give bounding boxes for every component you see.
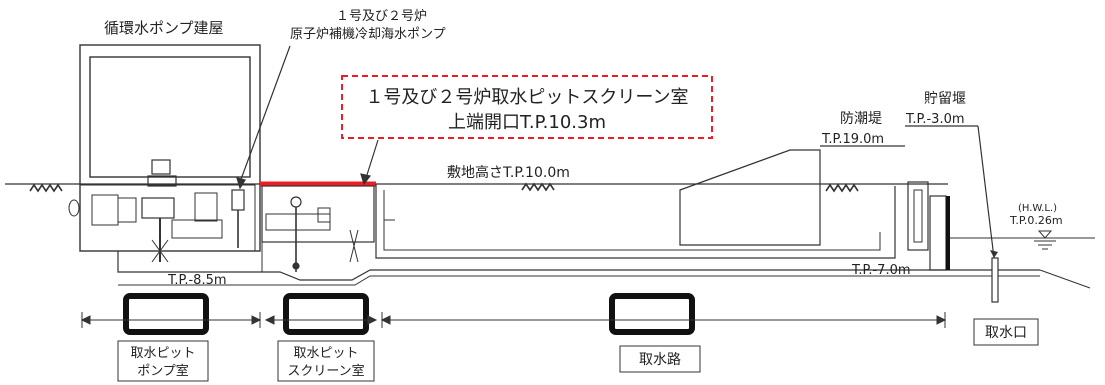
leader-lines <box>236 45 978 190</box>
weir-level-label: T.P.-3.0m <box>905 112 965 127</box>
water-level-symbol <box>1034 230 1056 250</box>
weir-label: 貯留堰 <box>924 91 966 107</box>
screen-room-label-box: 取水ピット スクリーン室 <box>277 340 375 382</box>
seawall-label: 防潮堤 <box>840 111 882 127</box>
channel-label: 取水路 <box>639 352 681 368</box>
pump-room-label-1: 取水ピット <box>130 346 195 361</box>
dimension-lines <box>80 312 947 328</box>
pump-room-label-2: ポンプ室 <box>137 363 189 379</box>
screen-room <box>261 185 375 272</box>
pump-room-culvert <box>123 293 209 335</box>
pit-outline <box>117 251 1091 289</box>
storage-weir <box>977 125 999 303</box>
seawall-level-label: T.P.19.0m <box>821 132 884 147</box>
callout-line2: 上端開口T.P.10.3m <box>448 112 606 133</box>
culvert-blocks <box>123 293 695 335</box>
screen-room-label-2: スクリーン室 <box>287 363 364 379</box>
pump-building-label: 循環水ポンプ建屋 <box>104 19 224 37</box>
intake-channel <box>375 149 950 271</box>
pump-title-line2: 原子炉補機冷却海水ポンプ <box>290 27 446 42</box>
soil-hatch-marks <box>29 182 859 193</box>
screen-room-culvert <box>283 293 369 335</box>
intake-label: 取水口 <box>985 325 1027 341</box>
screen-room-label-1: 取水ピット <box>293 346 358 361</box>
callout-box <box>341 75 713 139</box>
channel-bottom-label: T.P.-7.0m <box>851 263 911 278</box>
ground-surface <box>5 183 1095 239</box>
pump-title-line1: １号及び２号炉 <box>336 9 427 24</box>
callout-line1: １号及び２号炉取水ピットスクリーン室 <box>365 87 688 108</box>
intake-label-box: 取水口 <box>973 318 1039 346</box>
channel-label-box: 取水路 <box>619 345 701 373</box>
hwl-level-label: T.P.0.26m <box>1009 214 1063 227</box>
pump-room-label-box: 取水ピット ポンプ室 <box>117 340 209 382</box>
ground-level-label: 敷地高さT.P.10.0m <box>447 164 570 181</box>
pump-building <box>68 44 261 263</box>
hwl-label: (H.W.L.) <box>1018 203 1057 214</box>
pit-bottom-label: T.P.-8.5m <box>167 273 227 288</box>
channel-culvert <box>609 293 695 335</box>
